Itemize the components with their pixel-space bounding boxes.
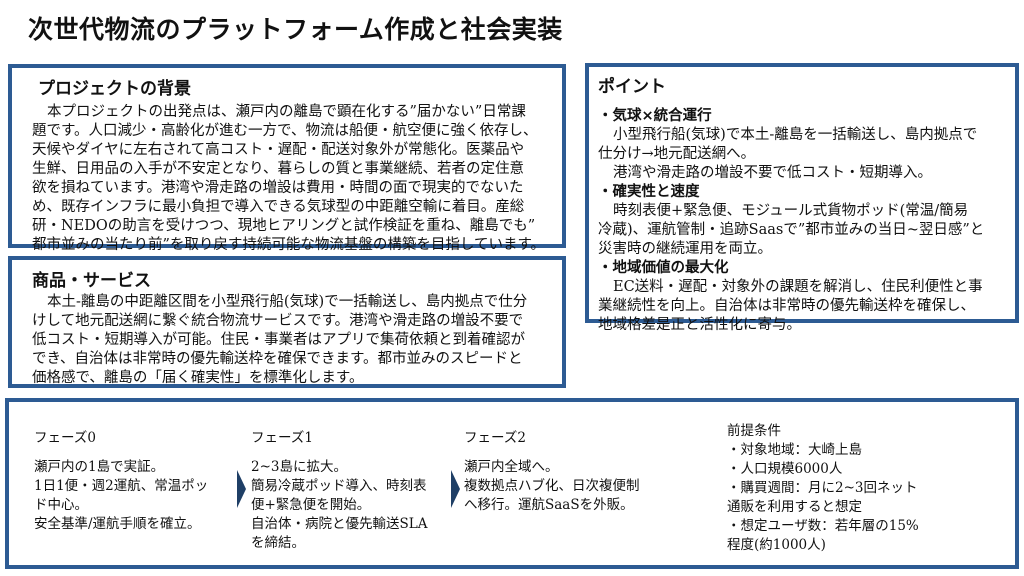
assumptions: 前提条件 ・対象地域：大崎上島 ・人口規模6000人 ・購買週間：月に2~3回ネ… bbox=[727, 422, 919, 555]
phase-text: 2~3島に拡大。 bbox=[251, 459, 347, 475]
phase-text: 1日1便・週2運航、常温ポッ bbox=[34, 478, 209, 494]
points-panel: ポイント ・気球×統合運行 小型飛行船(気球)で本土-離島を一括輸送し、島内拠点… bbox=[585, 63, 1019, 333]
service-text: けして地元配送網に繋ぐ統合物流サービスです。港湾や滑走路の増設不要で bbox=[32, 313, 524, 329]
point-text: 地域格差是正と活性化に寄与。 bbox=[598, 317, 801, 333]
point-text: 港湾や滑走路の増設不要で低コスト・短期導入。 bbox=[613, 165, 932, 181]
point-title: ・地域価値の最大化 bbox=[598, 260, 729, 276]
phase-2: フェーズ2 瀬戸内全域へ。 複数拠点ハブ化、日次複便制 へ移行。運航SaaSを外… bbox=[464, 426, 640, 515]
phase-0: フェーズ0 瀬戸内の1島で実証。 1日1便・週2運航、常温ポッ ド中心。 安全基… bbox=[34, 426, 208, 534]
assumptions-title: 前提条件 bbox=[727, 423, 781, 439]
chevron-right-icon bbox=[451, 470, 460, 508]
phase-text: 安全基準/運航手順を確立。 bbox=[34, 516, 201, 532]
point-title: ・気球×統合運行 bbox=[598, 108, 712, 124]
points-heading: ポイント bbox=[598, 77, 666, 97]
phase-text: 瀬戸内全域へ。 bbox=[464, 459, 559, 475]
service-text: 本土-離島の中距離区間を小型飛行船(気球)で一括輸送し、島内拠点で仕分 bbox=[47, 294, 528, 310]
point-text: 災害時の継続運用を両立。 bbox=[598, 241, 772, 257]
phase-title: フェーズ0 bbox=[34, 430, 96, 446]
background-text: 題です。人口減少・高齢化が進む一方で、物流は船便・航空便に強く依存し、 bbox=[32, 123, 538, 139]
phase-1: フェーズ1 2~3島に拡大。 簡易冷蔵ポッド導入、時刻表 便+緊急便を開始。 自… bbox=[251, 426, 427, 553]
point-text: 冷蔵)、運航管制・追跡Saasで”都市並みの当日~翌日感”と bbox=[598, 222, 985, 238]
service-text: 低コスト・短期導入が可能。住民・事業者はアプリで集荷依頼と到着確認が bbox=[32, 332, 525, 348]
background-heading: プロジェクトの背景 bbox=[38, 79, 191, 99]
background-text: 本プロジェクトの出発点は、瀬戸内の離島で顕在化する”届かない”日常課 bbox=[47, 104, 526, 120]
point-text: 時刻表便+緊急便、モジュール式貨物ポッド(常温/簡易 bbox=[613, 203, 969, 219]
background-panel: プロジェクトの背景 本プロジェクトの出発点は、瀬戸内の離島で顕在化する”届かない… bbox=[8, 64, 566, 253]
point-title: ・確実性と速度 bbox=[598, 184, 700, 200]
chevron-right-icon bbox=[237, 470, 246, 508]
service-text: 価格感で、離島の「届く確実性」を標準化します。 bbox=[32, 370, 364, 386]
phase-text: 瀬戸内の1島で実証。 bbox=[34, 459, 165, 475]
background-text: 天候やダイヤに左右されて高コスト・遅配・配送対象外が常態化。医薬品や bbox=[32, 142, 525, 158]
phase-text: ド中心。 bbox=[34, 497, 88, 513]
roadmap-panel: フェーズ0 瀬戸内の1島で実証。 1日1便・週2運航、常温ポッ ド中心。 安全基… bbox=[5, 398, 1019, 569]
background-text: 研・NEDOの助言を受けつつ、現地ヒアリングと試作検証を重ね、離島でも” bbox=[32, 218, 536, 234]
page-title: 次世代物流のプラットフォーム作成と社会実装 bbox=[28, 15, 563, 44]
point-text: EC送料・遅配・対象外の課題を解消し、住民利便性と事 bbox=[613, 279, 983, 295]
assumption-text: 程度(約1000人) bbox=[727, 537, 826, 553]
service-text: でき、自治体は非常時の優先輸送枠を確保できます。都市並みのスピードと bbox=[32, 351, 523, 367]
assumption-text: ・人口規模6000人 bbox=[727, 461, 843, 477]
assumption-text: ・購買週間：月に2~3回ネット bbox=[727, 480, 918, 496]
assumption-text: 通販を利用すると想定 bbox=[727, 499, 862, 515]
phase-text: 複数拠点ハブ化、日次複便制 bbox=[464, 478, 640, 494]
phase-text: 自治体・病院と優先輸送SLA bbox=[251, 516, 428, 532]
assumption-text: ・対象地域：大崎上島 bbox=[727, 442, 862, 458]
point-text: 業継続性を向上。自治体は非常時の優先輸送枠を確保し、 bbox=[598, 298, 975, 314]
background-text: 生鮮、日用品の入手が不安定となり、暮らしの質と事業継続、若者の定住意 bbox=[32, 161, 524, 177]
phase-text: を締結。 bbox=[251, 535, 305, 551]
point-text: 仕分け→地元配送網へ。 bbox=[598, 146, 756, 162]
phase-text: 便+緊急便を開始。 bbox=[251, 497, 371, 513]
point-text: 小型飛行船(気球)で本土-離島を一括輸送し、島内拠点で bbox=[613, 127, 978, 143]
phase-title: フェーズ2 bbox=[464, 430, 526, 446]
background-text: 都市並みの当たり前”を取り戻す持続可能な物流基盤の構築を目指しています。 bbox=[32, 237, 546, 253]
phase-text: 簡易冷蔵ポッド導入、時刻表 bbox=[251, 478, 427, 494]
service-heading: 商品・サービス bbox=[32, 271, 151, 291]
service-panel: 商品・サービス 本土-離島の中距離区間を小型飛行船(気球)で一括輸送し、島内拠点… bbox=[8, 256, 566, 388]
background-text: め、既存インフラに最小負担で導入できる気球型の中距離空輸に着目。産総 bbox=[32, 199, 525, 215]
phase-text: へ移行。運航SaaSを外販。 bbox=[464, 497, 634, 513]
assumption-text: ・想定ユーザ数：若年層の15% bbox=[727, 518, 919, 534]
background-text: 欲を損ねています。港湾や滑走路の増設は費用・時間の面で現実的でないた bbox=[32, 180, 524, 196]
phase-title: フェーズ1 bbox=[251, 430, 313, 446]
